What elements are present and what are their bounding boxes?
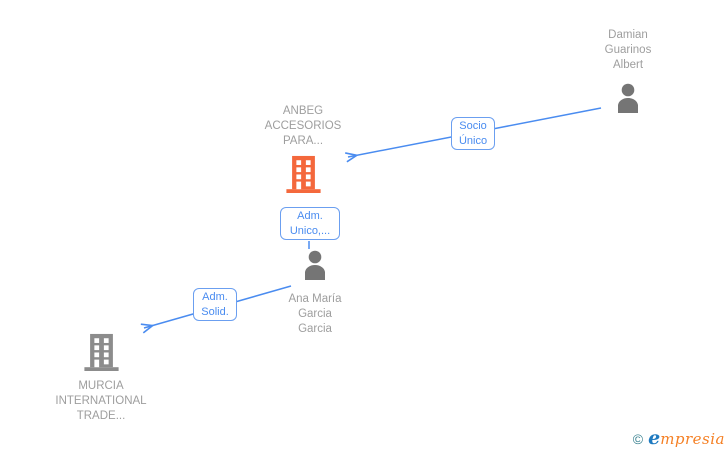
person-icon bbox=[298, 250, 332, 282]
node-damian-guarinos-albert[interactable]: Damian Guarinos Albert bbox=[568, 28, 688, 120]
node-ana-maria-garcia[interactable]: Ana María Garcia Garcia bbox=[255, 250, 375, 337]
node-label: ANBEG ACCESORIOS PARA... bbox=[264, 105, 342, 147]
edge-label-adm-solid[interactable]: Adm. Solid. bbox=[193, 288, 237, 321]
building-icon bbox=[285, 155, 321, 193]
node-label: Damian Guarinos Albert bbox=[604, 29, 652, 71]
node-label: MURCIA INTERNATIONAL TRADE... bbox=[55, 380, 147, 422]
person-icon bbox=[611, 83, 645, 115]
copyright-icon: © bbox=[632, 431, 644, 447]
building-icon bbox=[83, 333, 119, 371]
node-label: Ana María Garcia Garcia bbox=[288, 293, 342, 335]
edge-label-adm-unico[interactable]: Adm. Unico,... bbox=[280, 207, 340, 240]
brand-wordmark: empresia bbox=[648, 427, 725, 449]
node-anbeg-accesorios[interactable]: ANBEG ACCESORIOS PARA... bbox=[243, 104, 363, 198]
edge-label-socio-unico[interactable]: Socio Único bbox=[451, 117, 495, 150]
node-murcia-international-trade[interactable]: MURCIA INTERNATIONAL TRADE... bbox=[41, 333, 161, 424]
empresia-logo[interactable]: © empresia bbox=[633, 427, 725, 449]
